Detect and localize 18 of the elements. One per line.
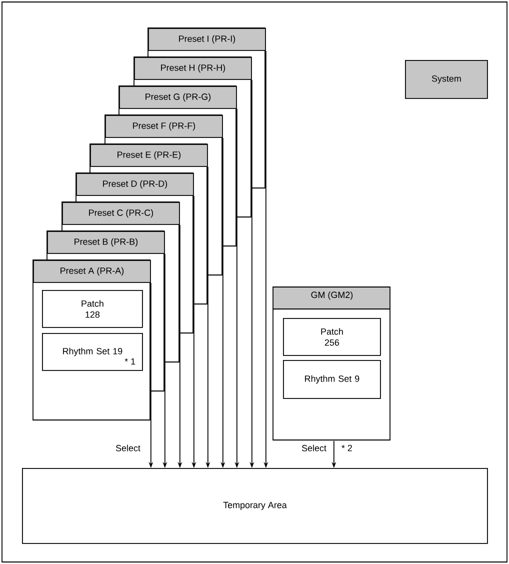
- memory-box: Rhythm Set 19 * 1: [42, 333, 143, 371]
- card-header: Preset H (PR-H): [134, 57, 252, 80]
- memory-box: Patch 128: [42, 290, 143, 328]
- edge-label: Select: [302, 444, 326, 452]
- memory-box: Rhythm Set 9: [283, 360, 381, 399]
- card-header: Preset D (PR-D): [76, 173, 194, 196]
- system-box: System: [405, 60, 488, 99]
- card-header: Preset A (PR-A): [33, 260, 151, 283]
- card-header: Preset F (PR-F): [105, 115, 223, 138]
- temporary-area-box: Temporary Area: [22, 468, 488, 544]
- card-header: Preset B (PR-B): [47, 231, 165, 254]
- card-header: Preset G (PR-G): [119, 86, 237, 109]
- card-header: Preset E (PR-E): [90, 144, 208, 167]
- edge-label: Select: [116, 444, 140, 452]
- footnote-mark: * 2: [342, 444, 352, 452]
- card-header: Preset C (PR-C): [62, 202, 180, 225]
- memory-box: Patch 256: [283, 318, 381, 356]
- card-header: Preset I (PR-I): [148, 28, 266, 51]
